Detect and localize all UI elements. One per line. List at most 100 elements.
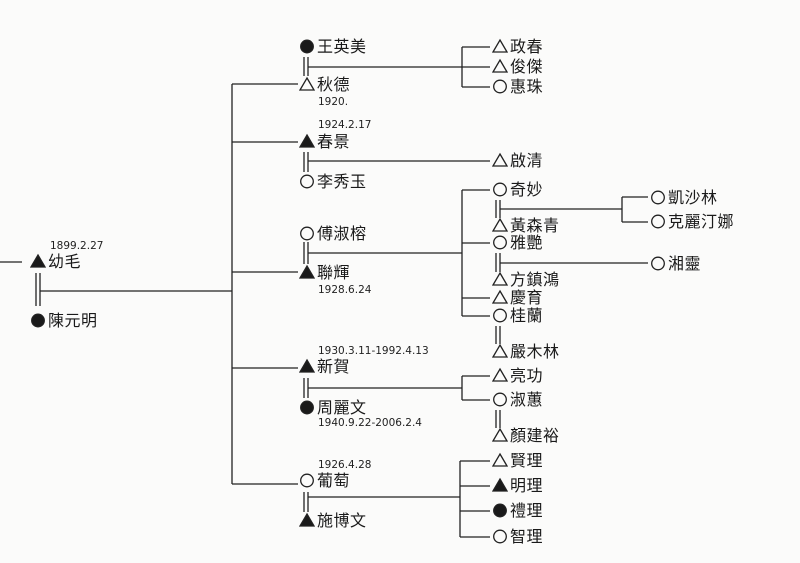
person-name: 春景 [317,132,351,151]
person-branch2-spouse1: 春景 [299,133,350,151]
person-name: 傅淑榕 [317,224,367,243]
male-icon [492,367,508,384]
person-name: 啟清 [510,151,544,170]
person-name: 惠珠 [510,77,544,96]
person-branch1-spouse2: 秋德 [299,76,350,94]
person-name: 奇妙 [510,180,544,199]
branch4-spouse1-date: 1930.3.11-1992.4.13 [318,345,429,357]
male-icon [492,58,508,75]
person-branch4-spouse1: 新賀 [299,358,350,376]
person-name: 陳元明 [48,311,98,330]
person-branch4-spouse2: 周麗文 [299,399,367,417]
person-branch1-child: 俊傑 [492,58,543,76]
male-deceased-icon [299,264,315,281]
female-deceased-icon [30,313,46,329]
male-deceased-icon [492,477,508,494]
person-branch3-child: 慶育 [492,289,543,307]
person-branch5-child: 禮理 [492,502,543,520]
person-branch3-child-spouse: 黃森青 [492,217,560,235]
female-icon [492,308,508,324]
person-name: 新賀 [317,357,351,376]
female-deceased-icon [492,503,508,519]
person-name: 慶育 [510,288,544,307]
male-icon [492,343,508,360]
person-name: 聯輝 [317,263,351,282]
female-icon [299,226,315,242]
person-root-wife: 陳元明 [30,312,98,330]
female-deceased-icon [299,39,315,55]
person-branch5-child: 賢理 [492,452,543,470]
branch5-spouse1-date: 1926.4.28 [318,459,372,471]
person-branch2-spouse2: 李秀玉 [299,173,367,191]
person-name: 亮功 [510,366,544,385]
person-branch4-child: 亮功 [492,367,543,385]
male-icon [492,452,508,469]
person-branch3-child: 雅艷 [492,234,543,252]
male-deceased-icon [30,253,46,270]
person-branch5-spouse1: 葡萄 [299,472,350,490]
female-icon [492,529,508,545]
person-name: 秋德 [317,75,351,94]
person-branch1-child: 惠珠 [492,78,543,96]
person-name: 施博文 [317,511,367,530]
person-name: 禮理 [510,501,544,520]
person-name: 雅艷 [510,233,544,252]
person-branch4-child: 淑蕙 [492,391,543,409]
female-icon [299,473,315,489]
male-icon [492,289,508,306]
person-name: 智理 [510,527,544,546]
person-branch5-child: 明理 [492,477,543,495]
female-icon [650,190,666,206]
person-name: 顏建裕 [510,426,560,445]
female-deceased-icon [299,400,315,416]
person-branch3-grandchild: 凱沙林 [650,189,718,207]
person-branch3-grandchild: 克麗汀娜 [650,213,734,231]
female-icon [650,256,666,272]
person-name: 賢理 [510,451,544,470]
person-branch5-spouse2: 施博文 [299,512,367,530]
person-branch3-spouse2: 聯輝 [299,264,350,282]
male-icon [492,217,508,234]
person-name: 克麗汀娜 [668,212,735,231]
branch2-spouse1-date: 1924.2.17 [318,119,372,131]
person-name: 明理 [510,476,544,495]
person-branch3-spouse1: 傅淑榕 [299,225,367,243]
person-name: 淑蕙 [510,390,544,409]
male-icon [492,152,508,169]
male-icon [492,38,508,55]
male-icon [299,76,315,93]
person-name: 政春 [510,37,544,56]
person-name: 周麗文 [317,398,367,417]
person-name: 嚴木林 [510,342,560,361]
female-icon [492,182,508,198]
male-deceased-icon [299,358,315,375]
person-name: 湘靈 [668,254,702,273]
person-name: 方鎮鴻 [510,270,560,289]
female-icon [492,235,508,251]
person-branch1-child: 政春 [492,38,543,56]
branch1-spouse2-date: 1920. [318,96,349,108]
person-name: 幼毛 [48,252,82,271]
male-icon [492,271,508,288]
male-deceased-icon [299,133,315,150]
person-branch2-child: 啟清 [492,152,543,170]
person-branch3-child-spouse: 嚴木林 [492,343,560,361]
male-icon [492,427,508,444]
female-icon [492,79,508,95]
person-name: 李秀玉 [317,172,367,191]
person-name: 桂蘭 [510,306,544,325]
female-icon [650,214,666,230]
root-husband-date: 1899.2.27 [50,240,104,252]
person-name: 王英美 [317,37,367,56]
person-root-husband: 幼毛 [30,253,81,271]
female-icon [492,392,508,408]
branch3-spouse2-date: 1928.6.24 [318,284,372,296]
person-branch5-child: 智理 [492,528,543,546]
male-deceased-icon [299,512,315,529]
female-icon [299,174,315,190]
person-branch3-grandchild: 湘靈 [650,255,701,273]
person-name: 俊傑 [510,57,544,76]
person-branch4-child-spouse: 顏建裕 [492,427,560,445]
